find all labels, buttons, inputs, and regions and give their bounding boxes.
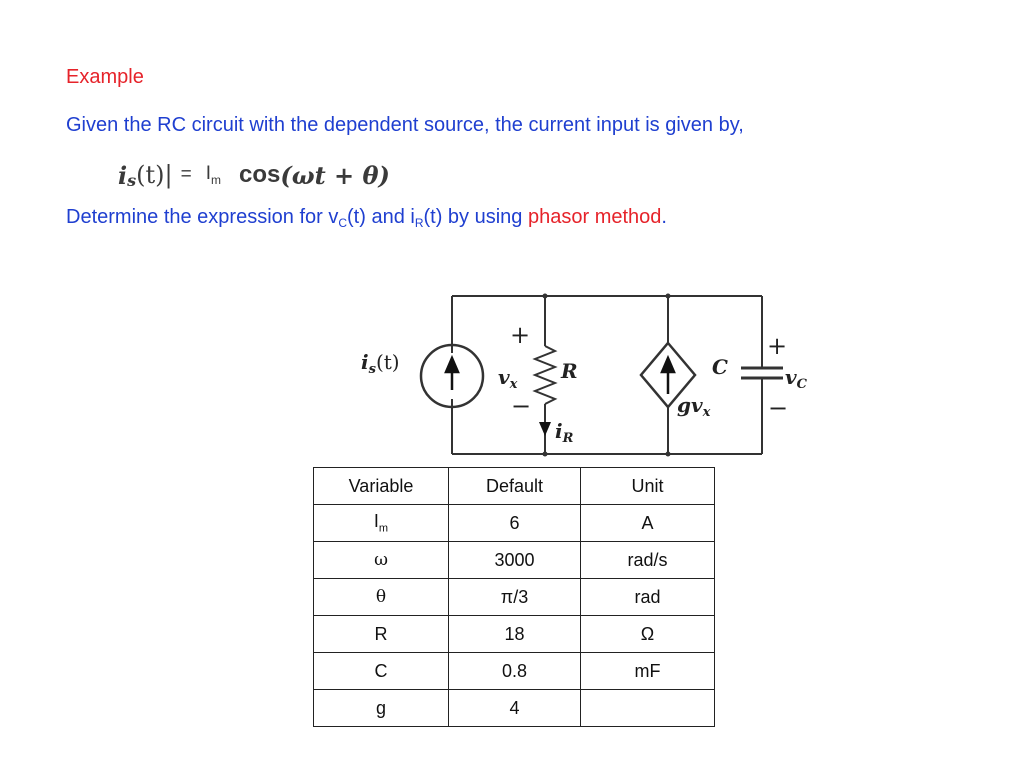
cell-unit: Ω (580, 615, 715, 653)
task-ir-sub: R (414, 216, 424, 230)
node-dot (542, 451, 548, 457)
node-dot (665, 293, 671, 299)
current-source-circle (419, 343, 485, 409)
table-row: Im 6 A (313, 504, 715, 542)
var-sub: m (378, 522, 389, 535)
vx-label: v (498, 365, 510, 389)
eq-lhs-arg: (t)| (136, 161, 173, 189)
task-highlight: phasor method (527, 206, 662, 228)
table-header-row: Variable Default Unit (313, 467, 715, 505)
eq-arg: (ωt + θ) (280, 160, 390, 190)
ir-arrow-head (539, 422, 551, 436)
cell-variable: ω (313, 541, 449, 579)
dep-label: gv (677, 393, 703, 417)
node-dot (542, 293, 548, 299)
node-dot (665, 451, 671, 457)
task-mid2: (t) by using (423, 206, 528, 228)
example-heading: Example (66, 66, 144, 88)
table-row: g 4 (313, 689, 715, 727)
svg-text:gvx: gvx (677, 393, 711, 420)
cell-variable: R (313, 615, 449, 653)
task-suffix: . (661, 206, 667, 228)
vx-sub: x (509, 377, 518, 392)
cell-variable: C (313, 652, 449, 690)
cell-default: 4 (448, 689, 581, 727)
task-mid: (t) and i (347, 206, 415, 228)
vx-minus: − (511, 392, 531, 420)
cell-unit: A (580, 504, 715, 542)
var-name: I (373, 511, 379, 532)
task-prefix: Determine the expression for v (66, 206, 339, 228)
svg-text:is(t): is(t) (361, 350, 400, 377)
c-label: C (712, 355, 728, 379)
vc-sub: C (797, 377, 808, 392)
cell-unit (580, 689, 715, 727)
task-vc-sub: C (338, 216, 348, 230)
intro-text: Given the RC circuit with the dependent … (66, 114, 744, 136)
eq-amp-var: I (205, 163, 211, 185)
resistor-zigzag (532, 345, 558, 405)
cell-default: 0.8 (448, 652, 581, 690)
svg-text:vx: vx (498, 365, 518, 392)
table-row: C 0.8 mF (313, 652, 715, 690)
eq-amp: Im (206, 163, 221, 187)
ir-label: i (555, 419, 563, 443)
eq-lhs-var: i (118, 160, 128, 190)
header-variable: Variable (313, 467, 449, 505)
eq-lhs-sub: s (127, 170, 137, 190)
svg-text:vC: vC (785, 365, 808, 392)
source-arg: (t) (376, 350, 400, 374)
source-arrow-head (444, 354, 460, 374)
cell-default: 3000 (448, 541, 581, 579)
ir-sub: R (562, 431, 574, 446)
rc-circuit-diagram: is(t) + − vx R iR C + − vC gvx (361, 293, 808, 457)
table-row: ω 3000 rad/s (313, 541, 715, 579)
cell-variable: θ (313, 578, 449, 616)
r-label: R (560, 359, 578, 383)
dep-sub: x (702, 405, 711, 420)
task-text: Determine the expression for vC(t) and i… (66, 206, 667, 230)
svg-text:iR: iR (555, 419, 574, 446)
cell-unit: mF (580, 652, 715, 690)
header-default: Default (448, 467, 581, 505)
cell-default: π/3 (448, 578, 581, 616)
cell-unit: rad (580, 578, 715, 616)
header-unit: Unit (580, 467, 715, 505)
dep-arrow-head (660, 354, 676, 374)
vx-plus: + (510, 321, 530, 349)
table-row: R 18 Ω (313, 615, 715, 653)
vc-label: v (785, 365, 797, 389)
vc-plus: + (767, 332, 787, 360)
cell-default: 6 (448, 504, 581, 542)
cell-variable: g (313, 689, 449, 727)
source-label: i (361, 350, 369, 374)
source-sub: s (369, 362, 377, 377)
vc-minus: − (768, 394, 788, 422)
eq-equals: = (180, 164, 192, 185)
variables-table: Variable Default Unit Im 6 A ω 3000 rad/… (313, 467, 715, 727)
cell-default: 18 (448, 615, 581, 653)
cell-unit: rad/s (580, 541, 715, 579)
eq-cos: cos (239, 161, 281, 188)
table-row: θ π/3 rad (313, 578, 715, 616)
cell-variable: Im (313, 504, 449, 542)
eq-amp-sub: m (211, 172, 221, 187)
